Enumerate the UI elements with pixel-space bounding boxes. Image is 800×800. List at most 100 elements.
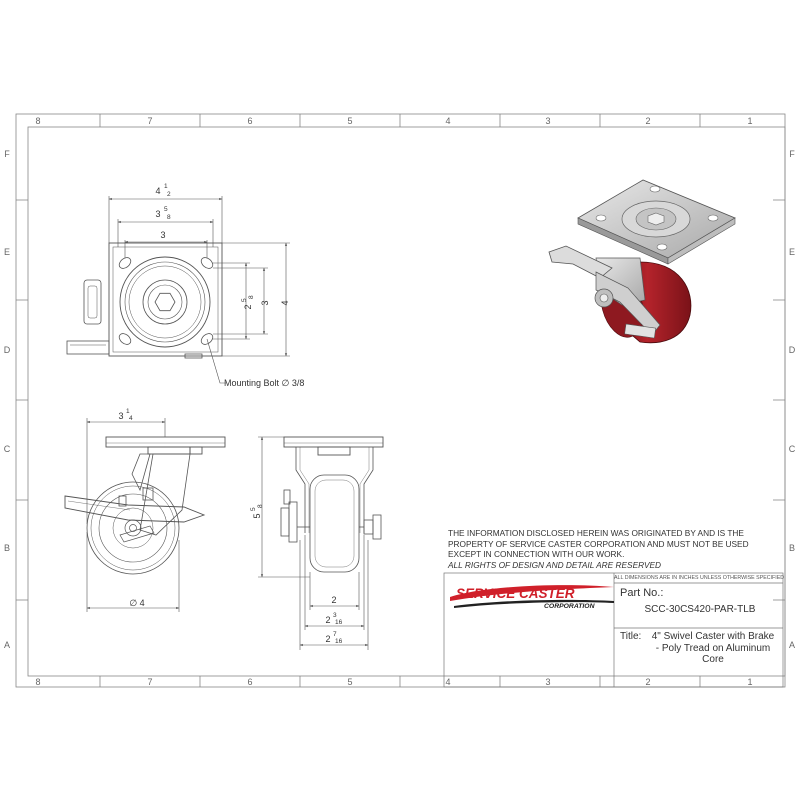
zone-row-e-right: E: [789, 247, 795, 257]
dim-wheel-width: 2: [331, 595, 336, 605]
zone-row-a: A: [4, 640, 10, 650]
zone-row-d-right: D: [789, 345, 796, 355]
front-view: 5 5 8 2 2 3 16 2 7 16: [250, 436, 384, 650]
zone-row-c-right: C: [789, 444, 796, 454]
dim-inner-height-whole: 2: [243, 304, 253, 309]
dim-bolt-spacing-y: 3: [260, 300, 270, 305]
zone-col-2-bottom: 2: [645, 677, 650, 687]
dim-front-width-whole: 2: [325, 634, 330, 644]
title-line-2: - Poly Tread on Aluminum: [655, 642, 771, 654]
logo-swoosh: [450, 585, 614, 601]
dim-hub-length-num: 3: [333, 612, 337, 619]
isometric-view: [548, 179, 736, 344]
dim-front-width-den: 16: [335, 638, 343, 645]
side-top-plate: [105, 436, 226, 455]
title-block: ALL DIMENSIONS ARE IN INCHES UNLESS OTHE…: [444, 573, 785, 687]
dim-hub-length-whole: 2: [325, 615, 330, 625]
dim-inner-width: 3 5 8: [155, 206, 171, 221]
part-number-value: SCC-30CS420-PAR-TLB: [644, 604, 756, 615]
title-block-frame: [443, 572, 784, 688]
zone-labels-left: F E D C B A: [4, 149, 11, 650]
dimensions-note: ALL DIMENSIONS ARE IN INCHES UNLESS OTHE…: [614, 575, 785, 581]
zone-row-f: F: [4, 149, 10, 159]
zone-col-8-bottom: 8: [35, 677, 40, 687]
side-view: 3 1 4 ∅ 4: [64, 408, 226, 612]
dim-inner-width-num: 5: [164, 206, 168, 213]
notice-line-2: PROPERTY OF SERVICE CASTER CORPORATION A…: [448, 538, 749, 549]
dim-offset-den: 4: [129, 415, 133, 422]
side-view-dimensions: [86, 418, 180, 612]
zone-col-1: 1: [747, 116, 752, 126]
dim-overall-width-whole: 4: [155, 186, 160, 196]
title-line-3: Core: [702, 654, 724, 665]
zone-col-7: 7: [147, 116, 152, 126]
dim-hub-length: 2 3 16: [325, 612, 342, 626]
dim-front-height-den: 8: [257, 504, 264, 508]
logo-main-text: SERVICE CASTER: [456, 586, 575, 601]
front-fork-and-wheel: [280, 447, 382, 573]
front-top-plate: [283, 436, 384, 456]
zone-col-6: 6: [247, 116, 252, 126]
zone-row-c: C: [4, 444, 11, 454]
zone-col-4-bottom: 4: [445, 677, 450, 687]
zone-labels-right: F E D C B A: [789, 149, 796, 650]
logo-swoosh-dark: [454, 599, 614, 608]
drawing-frame: [15, 113, 786, 688]
mounting-bolt-callout: Mounting Bolt ∅ 3/8: [224, 378, 304, 388]
zone-col-5: 5: [347, 116, 352, 126]
zone-col-8: 8: [35, 116, 40, 126]
dim-front-height-num: 5: [250, 507, 257, 511]
notice-line-4: ALL RIGHTS OF DESIGN AND DETAIL ARE RESE…: [448, 559, 662, 570]
title-line-1: 4" Swivel Caster with Brake: [651, 631, 775, 642]
zone-col-2: 2: [645, 116, 650, 126]
proprietary-notice: THE INFORMATION DISCLOSED HEREIN WAS ORI…: [448, 528, 766, 570]
top-view-dimensions: [108, 196, 290, 384]
zone-row-b-right: B: [789, 543, 795, 553]
top-plate: [108, 242, 223, 357]
dim-inner-width-den: 8: [167, 214, 171, 221]
dim-offset: 3 1 4: [118, 408, 133, 422]
part-number-label: Part No.:: [620, 587, 664, 599]
dim-front-height-whole: 5: [252, 513, 262, 518]
dim-offset-whole: 3: [118, 411, 123, 421]
zone-row-e: E: [4, 247, 10, 257]
logo-sub-text: CORPORATION: [544, 603, 596, 610]
zone-col-7-bottom: 7: [147, 677, 152, 687]
zone-col-5-bottom: 5: [347, 677, 352, 687]
zone-row-d: D: [4, 345, 11, 355]
dim-inner-height: 2 5 8: [241, 295, 255, 310]
notice-line-1: THE INFORMATION DISCLOSED HEREIN WAS ORI…: [448, 528, 744, 538]
dim-front-overall-width: 2 7 16: [325, 631, 342, 645]
zone-col-3-bottom: 3: [545, 677, 550, 687]
zone-col-4: 4: [445, 116, 450, 126]
front-view-dimensions: [258, 436, 369, 650]
top-view: 4 1 2 3 5 8 3 2 5 8 3 4 Mounting Bolt ∅ …: [66, 183, 304, 388]
dim-inner-width-whole: 3: [155, 209, 160, 219]
mounting-bolt-slots: [118, 257, 214, 345]
dim-overall-width-den: 2: [167, 191, 171, 198]
zone-labels-top: 8 7 6 5 4 3 2 1: [35, 116, 752, 126]
dim-wheel-diameter: ∅ 4: [129, 598, 144, 608]
brake-assembly-top: [66, 279, 203, 359]
dim-inner-height-den: 8: [248, 295, 255, 299]
zone-col-3: 3: [545, 116, 550, 126]
zone-labels-bottom: 8 7 6 5 4 3 2 1: [35, 677, 752, 687]
zone-row-a-right: A: [789, 640, 795, 650]
dim-inner-height-num: 5: [241, 298, 248, 302]
dim-overall-width-num: 1: [164, 183, 168, 190]
zone-col-1-bottom: 1: [747, 677, 752, 687]
side-fork-and-wheel: [64, 453, 206, 575]
zone-row-b: B: [4, 543, 10, 553]
zone-row-f-right: F: [789, 149, 795, 159]
title-value: 4" Swivel Caster with Brake - Poly Tread…: [648, 631, 778, 666]
notice-line-3: EXCEPT IN CONNECTION WITH OUR WORK.: [448, 549, 625, 560]
title-label: Title:: [620, 631, 642, 642]
dim-overall-height: 4: [280, 300, 290, 305]
dim-front-height: 5 5 8: [250, 504, 264, 519]
dim-front-width-num: 7: [333, 631, 337, 638]
dim-overall-width: 4 1 2: [155, 183, 171, 198]
company-logo: SERVICE CASTER CORPORATION: [450, 585, 614, 610]
dim-hub-length-den: 16: [335, 619, 343, 626]
dim-bolt-spacing-x: 3: [160, 230, 165, 240]
